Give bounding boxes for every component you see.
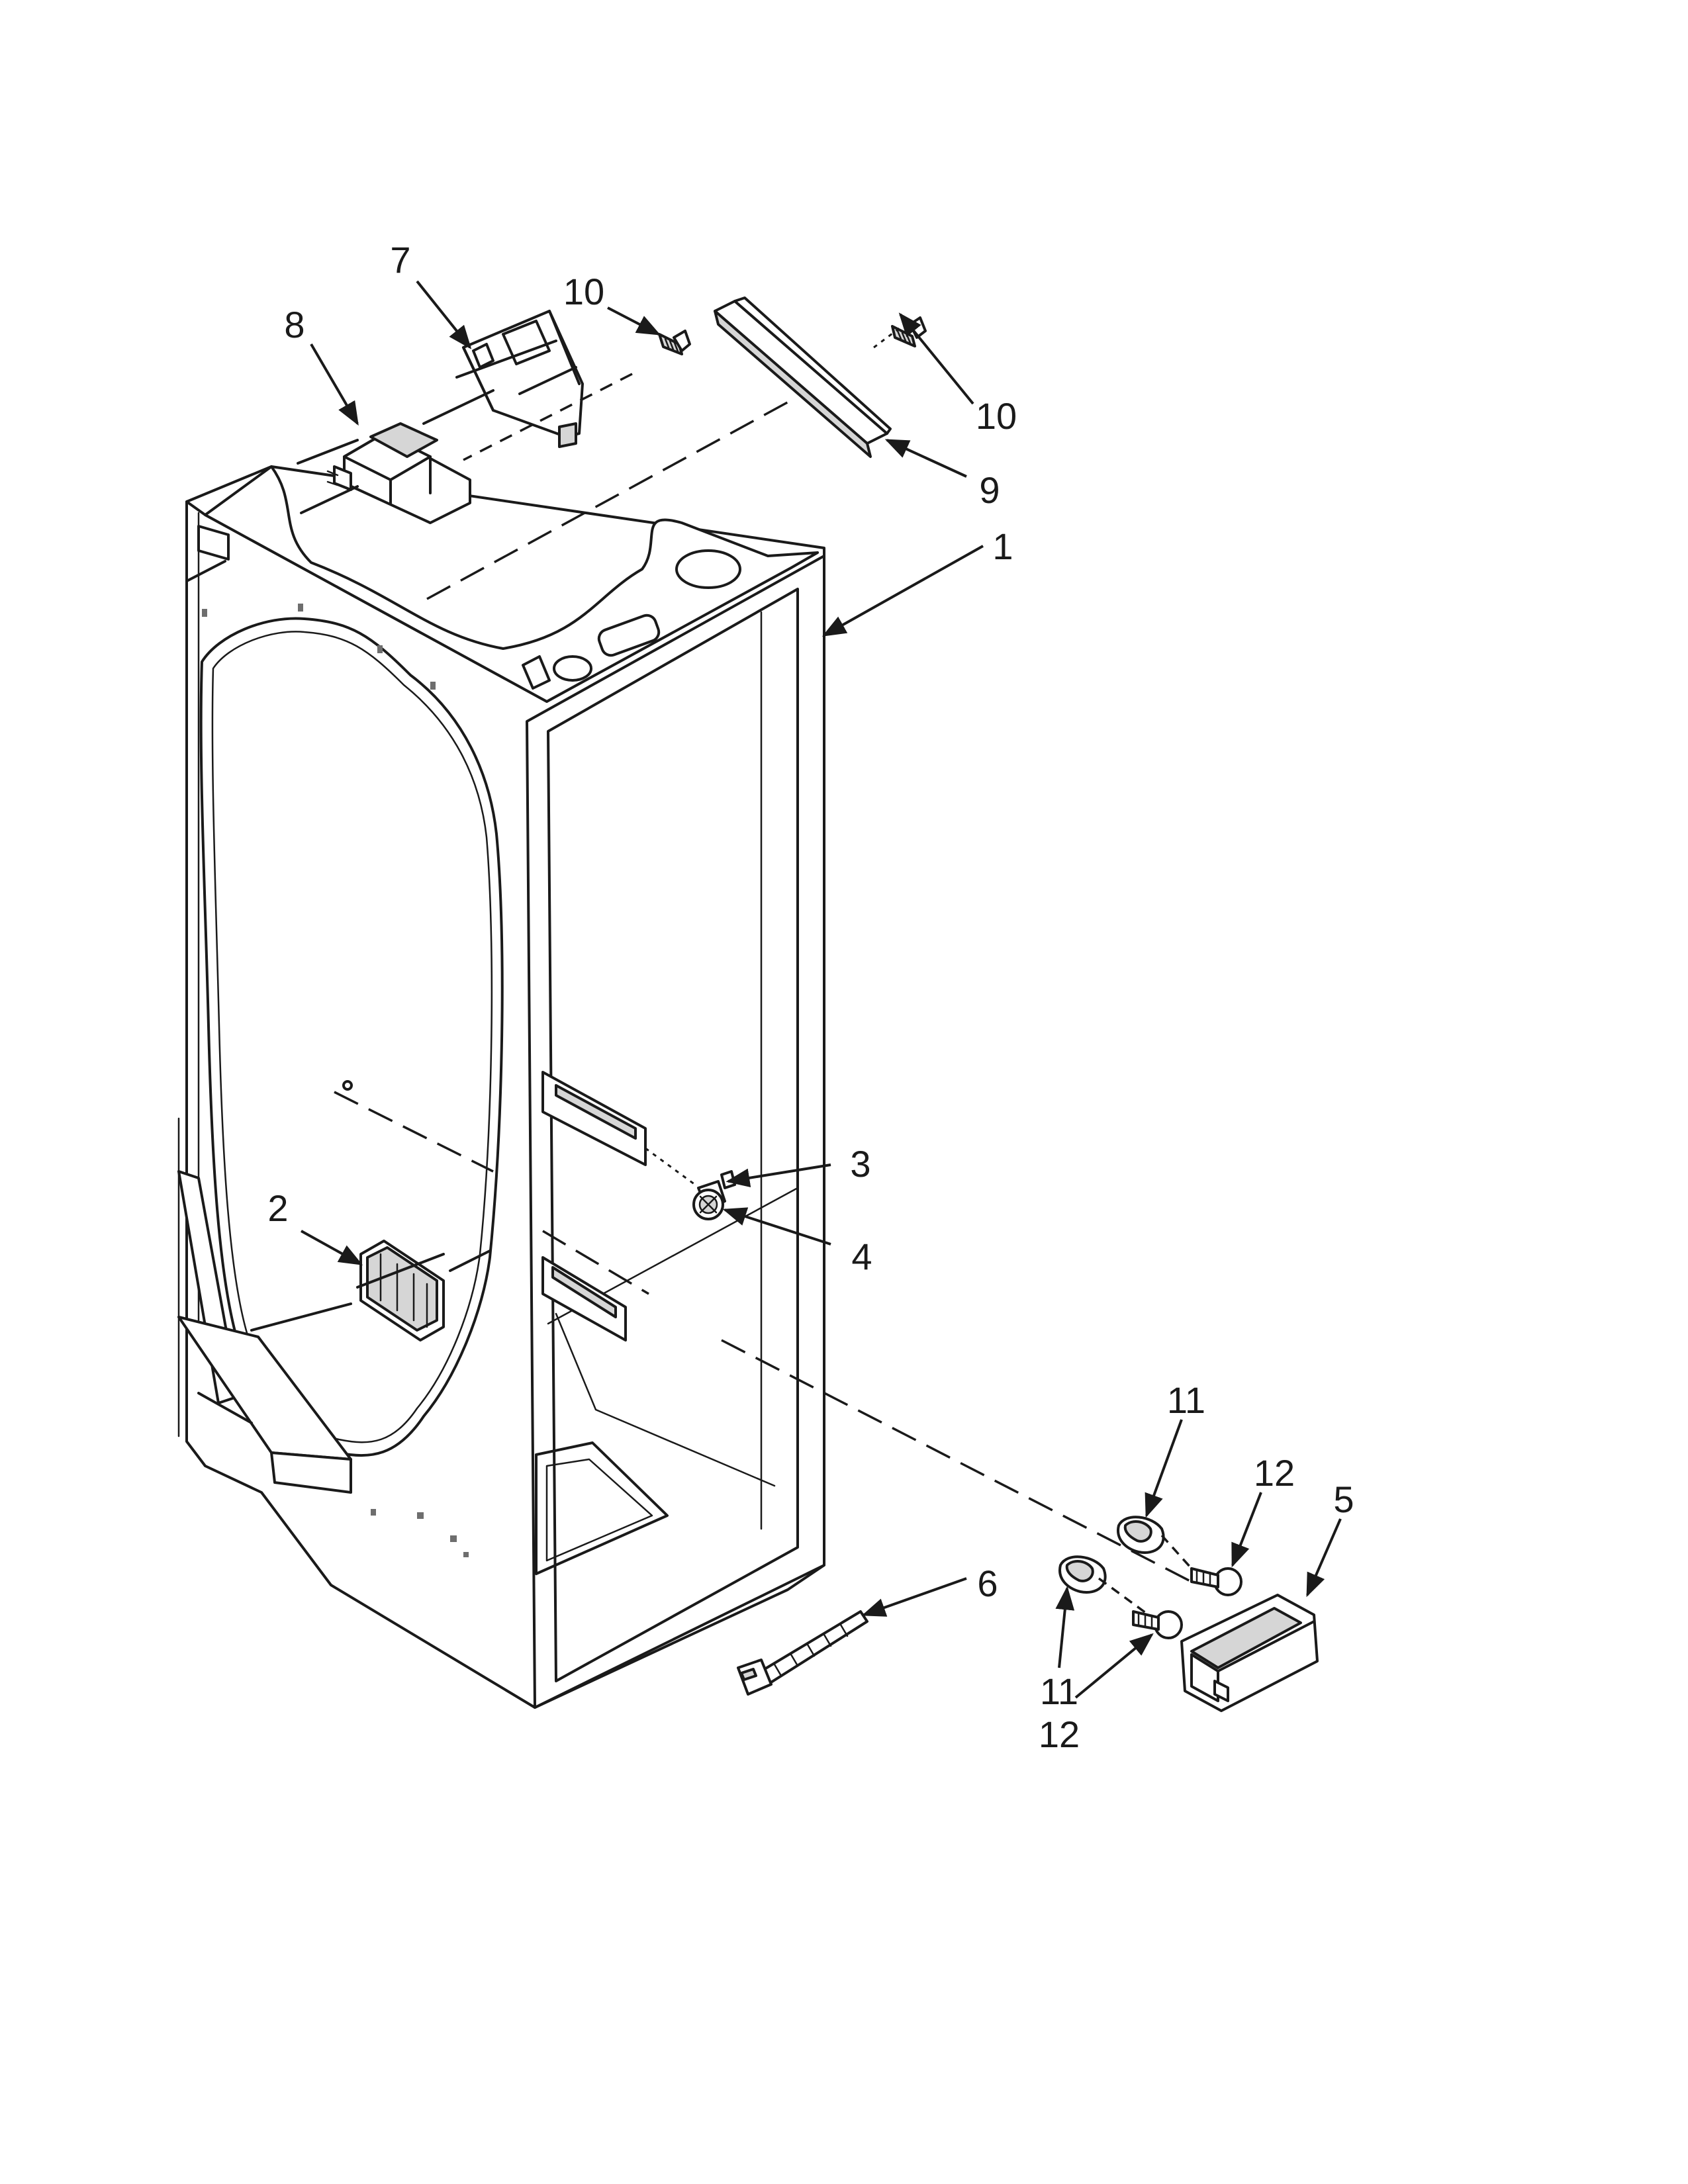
part-12-pin-lower (1132, 1610, 1183, 1639)
cabinet-liner (177, 465, 825, 1709)
callout-10-upper-left: 10 (563, 271, 604, 312)
part-7-bracket (422, 310, 584, 448)
part-2-vent (356, 1240, 445, 1342)
part-11-cap-upper (1117, 1516, 1165, 1554)
part-5-light-housing (1180, 1594, 1319, 1712)
callout-2: 2 (267, 1187, 288, 1229)
part-6-cable-tie (737, 1610, 868, 1696)
callout-12-lower: 12 (1039, 1713, 1080, 1755)
callout-7: 7 (390, 239, 410, 281)
callout-8: 8 (284, 304, 305, 345)
part-12-pin-upper (1190, 1567, 1243, 1596)
callout-10-upper-right: 10 (976, 395, 1017, 437)
callout-5: 5 (1333, 1479, 1354, 1520)
callout-6: 6 (977, 1563, 998, 1604)
part-8-housing (326, 422, 471, 524)
callout-11-upper: 11 (1167, 1379, 1205, 1421)
callout-12-upper: 12 (1254, 1452, 1295, 1494)
callout-1: 1 (992, 525, 1013, 567)
part-11-cap-lower (1058, 1555, 1107, 1594)
part-3-4-fastener (692, 1170, 736, 1220)
callout-9: 9 (979, 469, 1000, 511)
callout-11-lower: 11 (1040, 1670, 1078, 1712)
part-10-screw-left (658, 330, 691, 355)
callout-labels: 7 10 8 10 9 1 3 4 2 11 12 5 6 11 12 (267, 239, 1354, 1755)
callout-leaders (301, 280, 1342, 1699)
callout-3: 3 (850, 1143, 870, 1185)
part-9-rail (714, 296, 892, 458)
part-10-screw-right (891, 316, 927, 347)
callout-4: 4 (851, 1236, 872, 1277)
mounting-holes (202, 604, 469, 1557)
